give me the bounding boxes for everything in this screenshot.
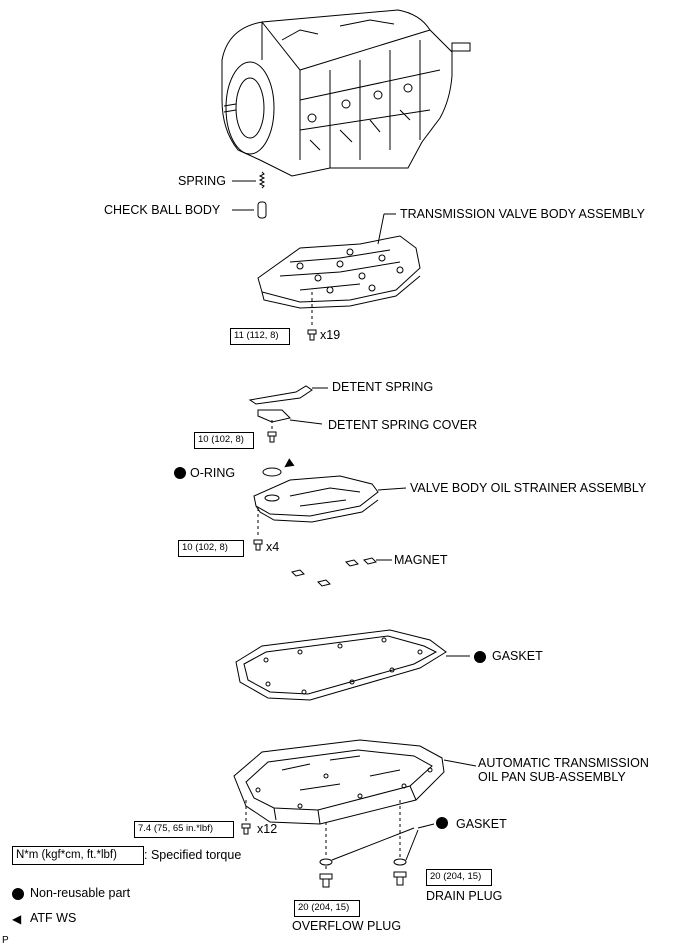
detent-spring-label: DETENT SPRING <box>332 380 434 394</box>
spring-drawing <box>232 171 266 189</box>
pan-gasket-drawing <box>235 629 470 701</box>
magnets-drawing <box>291 557 392 587</box>
non-reusable-marker-o-ring <box>174 467 186 479</box>
drain-plug-label: DRAIN PLUG <box>426 889 503 903</box>
valve-body-drawing <box>257 213 421 341</box>
detent-spring-cover-drawing <box>257 409 323 443</box>
legend-torque-units: N*m (kgf*cm, ft.*lbf) <box>12 846 144 865</box>
magnet-label: MAGNET <box>394 553 448 567</box>
legend-atf-arrow-icon: ◀ <box>12 912 22 926</box>
non-reusable-marker-plug-gasket <box>436 817 448 829</box>
transmission-housing-drawing <box>221 9 471 177</box>
strainer-quantity: x4 <box>266 540 280 554</box>
strainer-label: VALVE BODY OIL STRAINER ASSEMBLY <box>410 481 647 495</box>
spring-label: SPRING <box>178 174 226 188</box>
o-ring-drawing <box>262 467 282 477</box>
check-ball-body-drawing <box>232 201 267 219</box>
gasket-pan-label: GASKET <box>492 649 543 663</box>
valve-body-quantity: x19 <box>320 328 341 342</box>
non-reusable-marker-gasket <box>474 651 486 663</box>
overflow-plug-label: OVERFLOW PLUG <box>292 919 402 933</box>
oil-pan-label-line2: OIL PAN SUB-ASSEMBLY <box>478 770 626 784</box>
overflow-torque: 20 (204, 15) <box>294 900 360 917</box>
legend-non-reusable-text: Non-reusable part <box>30 886 131 900</box>
drain-torque: 20 (204, 15) <box>426 869 492 886</box>
valve-body-torque: 11 (112, 8) <box>230 328 290 345</box>
oil-pan-label-line1: AUTOMATIC TRANSMISSION <box>478 756 649 770</box>
gasket-plug-label: GASKET <box>456 817 507 831</box>
plugs-drawing <box>319 800 435 888</box>
figure-code: P <box>2 935 9 946</box>
pan-torque: 7.4 (75, 65 in.*lbf) <box>134 821 234 838</box>
check-ball-body-label: CHECK BALL BODY <box>104 203 221 217</box>
legend-non-reusable-icon <box>12 888 24 900</box>
legend-atf-text: ATF WS <box>30 911 77 925</box>
strainer-drawing <box>253 475 407 551</box>
oil-pan-drawing <box>233 739 477 835</box>
pan-quantity: x12 <box>257 822 278 836</box>
legend-torque-desc: : Specified torque <box>144 848 242 862</box>
o-ring-label: O-RING <box>190 466 236 480</box>
detent-spring-cover-label: DETENT SPRING COVER <box>328 418 478 432</box>
detent-spring-drawing <box>248 385 328 405</box>
valve-body-label: TRANSMISSION VALVE BODY ASSEMBLY <box>400 207 645 221</box>
detent-torque: 10 (102, 8) <box>194 432 254 449</box>
strainer-torque: 10 (102, 8) <box>178 540 244 557</box>
